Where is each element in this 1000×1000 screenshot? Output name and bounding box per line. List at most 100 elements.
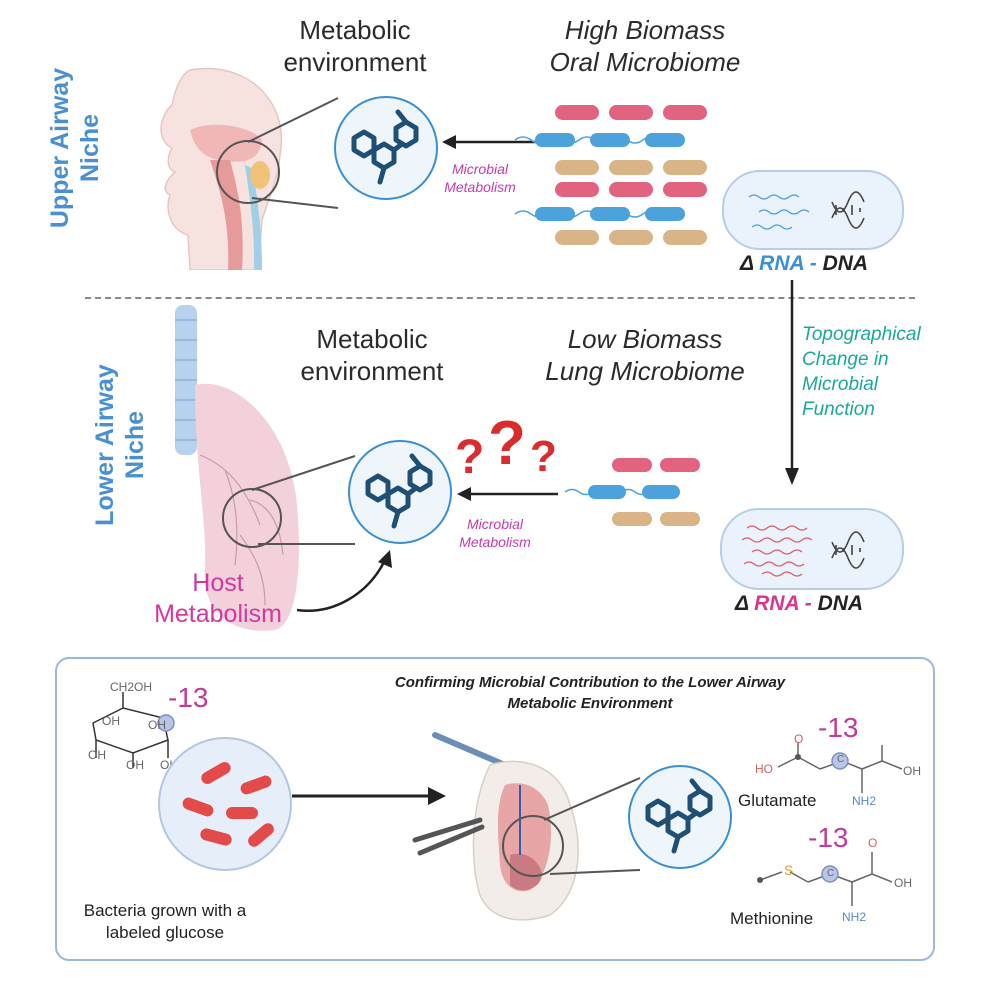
lower-dna-helix-icon [831, 531, 865, 569]
upper-metabolic-line1: Metabolic [299, 15, 411, 45]
host-metabolism-arrow [296, 550, 392, 613]
upper-biomass-title: High Biomass Oral Microbiome [520, 14, 770, 78]
lower-molecule-icon [365, 453, 433, 529]
methionine-c: C [827, 868, 835, 879]
inoculation-arrow [292, 787, 446, 805]
lower-dna: DNA [817, 592, 864, 615]
bacteria-row-5 [514, 207, 685, 221]
glucose-label-13: -13 [168, 682, 209, 713]
host-metabolism-label: Host Metabolism [138, 568, 298, 630]
topo-line2: Change in [802, 349, 889, 370]
host-line2: Metabolism [154, 600, 282, 628]
glucose-oh-2: OH [148, 718, 166, 732]
upper-delta-symbol: Δ [740, 252, 754, 275]
bacteria-row-6 [555, 230, 707, 245]
glutamate-structure [777, 743, 903, 793]
lower-mm-line1: Microbial [466, 516, 523, 532]
upper-sep: - [803, 252, 823, 275]
glucose-oh-4: OH [126, 758, 144, 772]
methionine-structure [757, 852, 893, 906]
methionine-o: O [868, 836, 878, 850]
lower-microbial-metabolism: Microbial Metabolism [440, 515, 550, 551]
confirm-title: Confirming Microbial Contribution to the… [330, 672, 850, 714]
glutamate-name: Glutamate [738, 791, 817, 810]
glutamate-nh2: NH2 [852, 794, 877, 808]
topographical-change-label: Topographical Change in Microbial Functi… [802, 322, 921, 422]
confirm-title-line1: Confirming Microbial Contribution to the… [394, 674, 786, 691]
lower-delta-rna-dna: Δ RNA - DNA [735, 592, 863, 616]
confirm-title-line2: Metabolic Environment [507, 695, 673, 712]
methionine-label-13: -13 [808, 822, 849, 853]
glucose-oh-1: OH [102, 714, 120, 728]
lower-delta-symbol: Δ [735, 592, 749, 615]
glucose-oh-3: OH [88, 748, 106, 762]
lower-biomass-line1: Low Biomass [567, 324, 723, 354]
question-mark-1: ? [455, 431, 485, 484]
lower-metabolic-title: Metabolic environment [272, 323, 472, 387]
methionine-s: S [784, 862, 794, 878]
lower-rna: RNA [754, 592, 799, 615]
upper-metabolic-line2: environment [283, 47, 427, 77]
upper-rna: RNA [759, 252, 804, 275]
upper-cell [722, 170, 904, 250]
glutamate-c: C [837, 754, 845, 765]
bacteria-culture-cells [182, 762, 274, 847]
upper-mm-line1: Microbial [451, 161, 508, 177]
lung-microbiome-bacteria [564, 458, 700, 526]
topo-line4: Function [802, 399, 875, 420]
upper-microbial-metabolism: Microbial Metabolism [425, 160, 535, 196]
upper-zoom-lines [247, 97, 339, 209]
bacteria-row-1 [555, 105, 707, 120]
bacteria-row-2 [514, 133, 685, 147]
question-mark-2: ? [488, 409, 526, 478]
lower-zoom-lines [251, 455, 356, 545]
topographical-arrow [785, 280, 799, 485]
lower-niche-label: Lower Airway Niche [90, 330, 164, 560]
upper-biomass-line1: High Biomass [564, 15, 726, 45]
section-divider [85, 297, 915, 299]
lower-biomass-line2: Lung Microbiome [545, 356, 745, 386]
lower-metabolic-line1: Metabolic [316, 324, 428, 354]
bacteria-caption: Bacteria grown with a labeled glucose [60, 900, 270, 944]
upper-niche-label: Upper Airway Niche [45, 38, 119, 258]
lower-biomass-title: Low Biomass Lung Microbiome [520, 323, 770, 387]
lower-mm-line2: Metabolism [459, 534, 531, 550]
lower-metabolite-circle [348, 440, 452, 544]
glucose-structure [92, 692, 175, 768]
bacteria-culture-circle [158, 737, 292, 871]
upper-dna-helix-icon [831, 191, 865, 229]
methionine-name: Methionine [730, 909, 814, 928]
methionine-nh2: NH2 [842, 910, 867, 924]
oral-microbiome-bacteria [514, 105, 707, 245]
upper-dna: DNA [822, 252, 869, 275]
glutamate-o: O [794, 732, 804, 746]
upper-metabolism-arrow [442, 135, 538, 149]
lower-cell-rna-dna [741, 525, 865, 577]
lower-metabolic-line2: environment [300, 356, 444, 386]
lower-niche-line1: Lower Airway [91, 364, 119, 526]
glutamate-ho: HO [755, 762, 773, 776]
upper-niche-line1: Upper Airway [46, 67, 74, 229]
upper-mm-line2: Metabolism [444, 179, 516, 195]
methionine-oh: OH [894, 876, 912, 890]
upper-biomass-line2: Oral Microbiome [549, 47, 741, 77]
topo-line3: Microbial [802, 374, 879, 395]
upper-metabolic-title: Metabolic environment [255, 14, 455, 78]
upper-niche-line2: Niche [76, 113, 104, 183]
panel-metabolite-circle [628, 765, 732, 869]
upper-delta-rna-dna: Δ RNA - DNA [740, 252, 868, 276]
lower-sep: - [798, 592, 818, 615]
bacteria-row-3 [555, 160, 707, 175]
mouse-zoom-circle [502, 815, 564, 877]
glutamate-oh: OH [903, 764, 921, 778]
lower-niche-line2: Niche [121, 410, 149, 480]
lower-cell [720, 508, 904, 590]
question-mark-3: ? [530, 432, 557, 481]
glucose-ch2oh: CH2OH [110, 680, 153, 694]
bacteria-caption-line1: Bacteria grown with a [83, 901, 247, 920]
topo-line1: Topographical [802, 324, 921, 345]
bacteria-row-4 [555, 182, 707, 197]
bacteria-caption-line2: labeled glucose [105, 923, 225, 942]
lower-metabolism-arrow [457, 487, 558, 501]
panel-molecule-icon [645, 778, 713, 854]
